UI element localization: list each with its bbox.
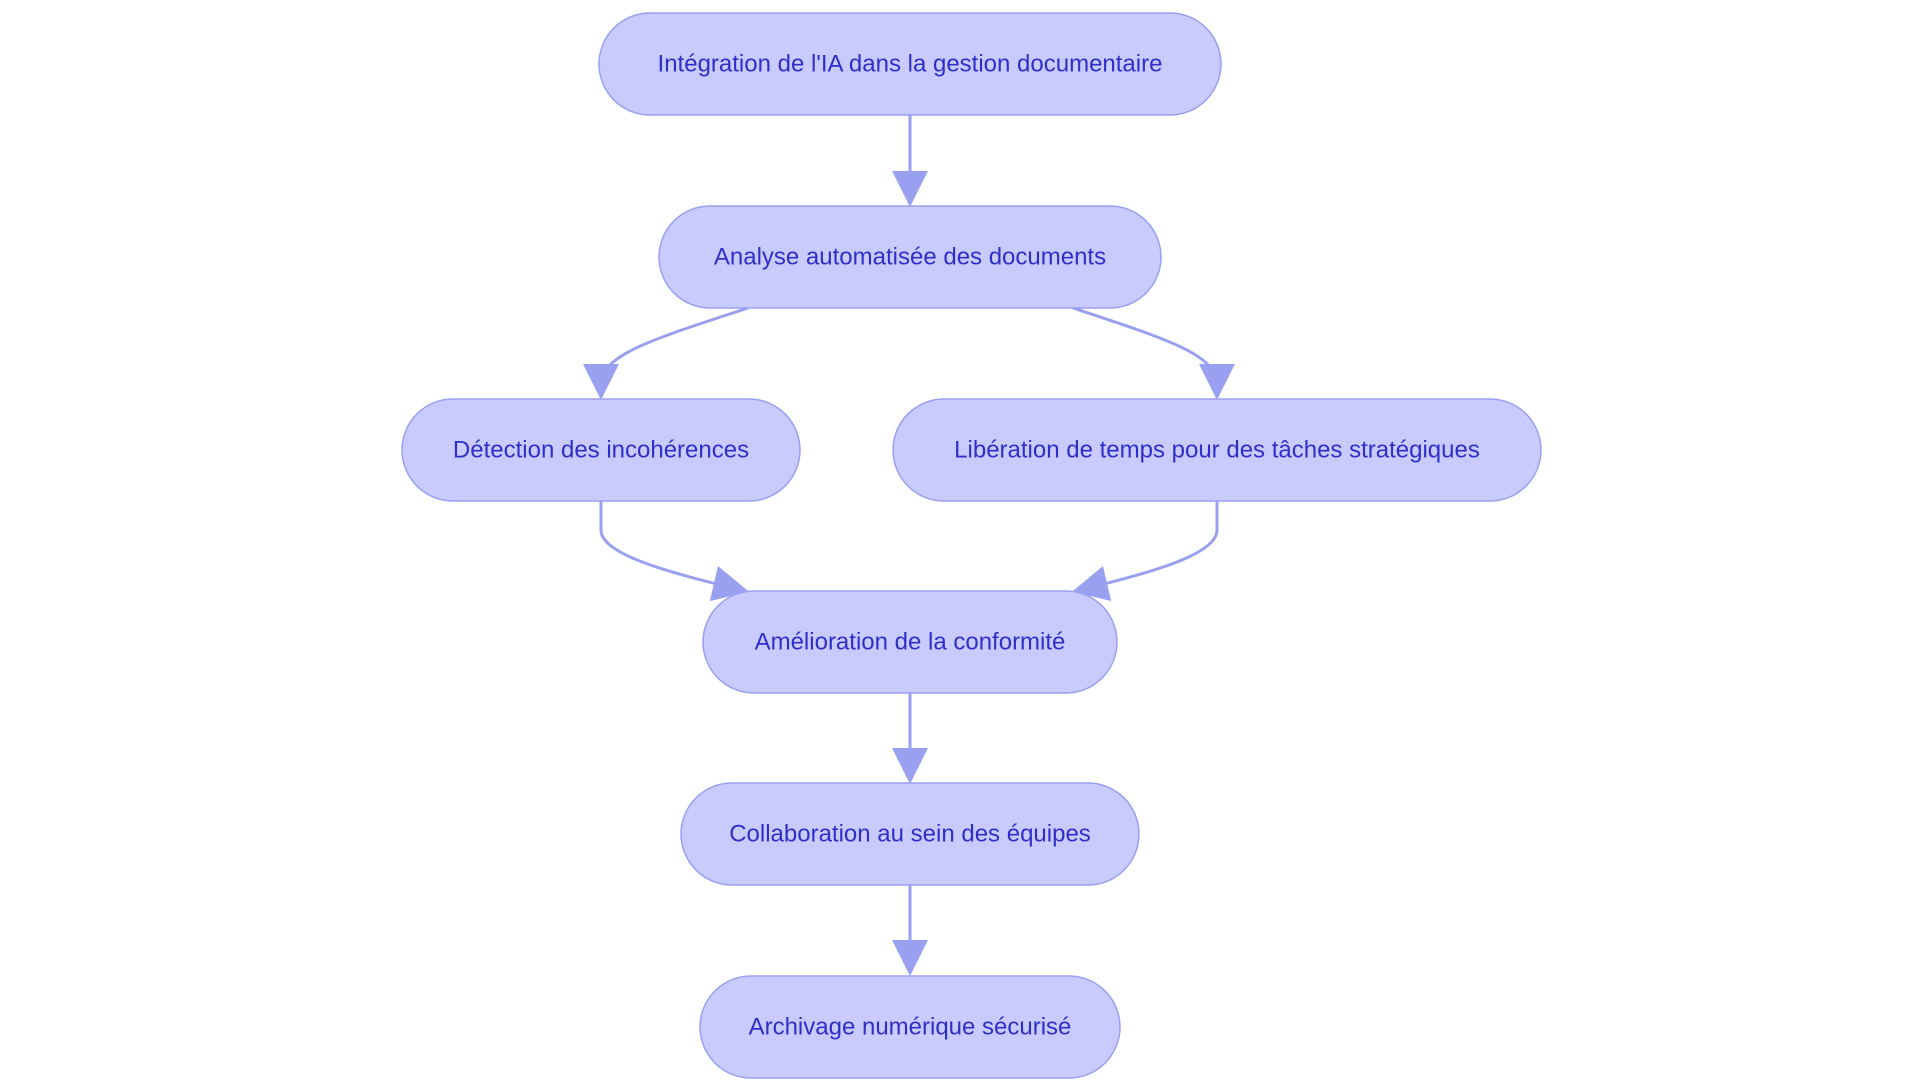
edge-n3-to-n5 bbox=[599, 501, 749, 602]
node-label: Amélioration de la conformité bbox=[755, 629, 1066, 656]
edge-n4-to-n5 bbox=[1072, 501, 1219, 602]
edge-n2-to-n4 bbox=[1072, 306, 1235, 400]
node-shape bbox=[658, 205, 1162, 309]
node-n1: Intégration de l'IA dans la gestion docu… bbox=[598, 12, 1222, 116]
nodes: Intégration de l'IA dans la gestion docu… bbox=[401, 12, 1542, 1079]
node-label: Archivage numérique sécurisé bbox=[749, 1014, 1072, 1041]
node-shape bbox=[699, 975, 1121, 1079]
edge-n2-to-n3 bbox=[583, 306, 749, 400]
node-label: Collaboration au sein des équipes bbox=[729, 821, 1091, 848]
node-n6: Collaboration au sein des équipes bbox=[680, 782, 1140, 886]
edges bbox=[583, 115, 1235, 976]
node-shape bbox=[680, 782, 1140, 886]
node-label: Libération de temps pour des tâches stra… bbox=[954, 437, 1480, 464]
node-n7: Archivage numérique sécurisé bbox=[699, 975, 1121, 1079]
node-n3: Détection des incohérences bbox=[401, 398, 801, 502]
node-label: Détection des incohérences bbox=[453, 437, 749, 464]
node-n4: Libération de temps pour des tâches stra… bbox=[892, 398, 1542, 502]
node-label: Intégration de l'IA dans la gestion docu… bbox=[658, 51, 1163, 78]
node-shape bbox=[892, 398, 1542, 502]
node-shape bbox=[702, 590, 1118, 694]
node-shape bbox=[598, 12, 1222, 116]
node-n5: Amélioration de la conformité bbox=[702, 590, 1118, 694]
node-shape bbox=[401, 398, 801, 502]
node-n2: Analyse automatisée des documents bbox=[658, 205, 1162, 309]
node-label: Analyse automatisée des documents bbox=[714, 244, 1106, 271]
